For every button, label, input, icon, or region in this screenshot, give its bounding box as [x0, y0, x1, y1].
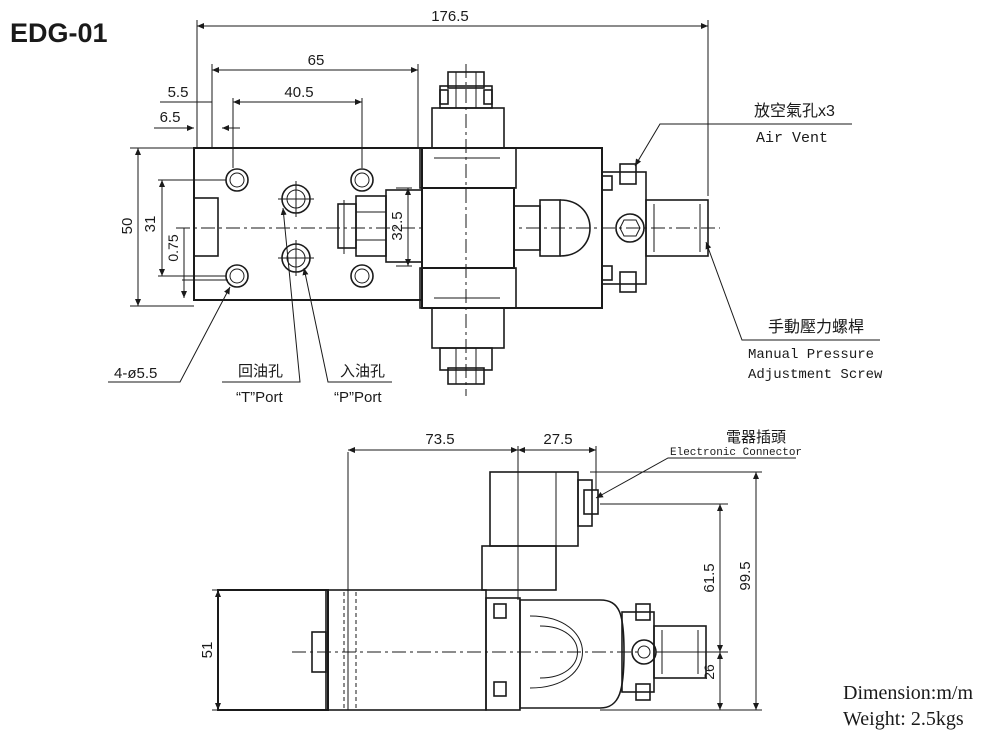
side-solenoid — [481, 545, 557, 591]
dim-73-5: 73.5 — [425, 431, 454, 448]
p-port-cn: 入油孔 — [340, 363, 385, 380]
leader-air-vent — [634, 123, 852, 167]
adjustment-screw — [645, 199, 709, 257]
leader-screw — [705, 241, 880, 341]
dim-32-5: 32.5 — [389, 211, 406, 240]
air-vent-cn: 放空氣孔x3 — [754, 102, 835, 120]
body-left-tab — [193, 197, 219, 257]
leader-t-port — [222, 207, 301, 383]
leader-connector — [595, 457, 796, 499]
t-port-en: “T”Port — [236, 389, 283, 406]
p-port-en: “P”Port — [334, 389, 382, 406]
dim-51: 51 — [199, 642, 216, 659]
top-view: 176.5 65 40.5 5.5 6.5 50 31 0.75 — [108, 8, 883, 406]
dim-6-5: 6.5 — [160, 109, 181, 126]
solenoid-block — [421, 187, 515, 269]
connector-cn: 電器插頭 — [726, 429, 786, 446]
dim-176-5: 176.5 — [431, 8, 469, 25]
dim-5-5: 5.5 — [168, 84, 189, 101]
side-body — [217, 589, 329, 711]
leader-p-port — [302, 267, 392, 383]
dim-65: 65 — [308, 52, 325, 69]
screw-cn: 手動壓力螺桿 — [768, 318, 864, 336]
dimension-note: Dimension:m/m — [843, 682, 973, 704]
valve-body — [193, 147, 423, 301]
mount-hole — [350, 168, 374, 192]
dim-27-5: 27.5 — [543, 431, 572, 448]
dim-31: 31 — [142, 216, 159, 233]
dim-0-75: 0.75 — [165, 234, 181, 261]
mount-hole — [350, 264, 374, 288]
dim-99-5: 99.5 — [737, 561, 754, 590]
screw-en-1: Manual Pressure — [748, 347, 874, 363]
mount-holes-label: 4-ø5.5 — [114, 365, 157, 382]
air-vent-en: Air Vent — [756, 130, 828, 147]
t-port-cn: 回油孔 — [238, 363, 283, 380]
model-title: EDG-01 — [10, 18, 108, 48]
connector-en: Electronic Connector — [670, 447, 802, 459]
dim-26: 26 — [701, 664, 717, 680]
screw-en-2: Adjustment Screw — [748, 367, 883, 383]
weight-note: Weight: 2.5kgs — [843, 708, 964, 730]
side-view: 73.5 27.5 51 99.5 61.5 26 電器插頭 Electroni… — [199, 429, 802, 711]
leader-mount-holes — [108, 286, 231, 383]
dim-50: 50 — [119, 218, 136, 235]
dim-40-5: 40.5 — [284, 84, 313, 101]
dim-61-5: 61.5 — [701, 563, 718, 592]
